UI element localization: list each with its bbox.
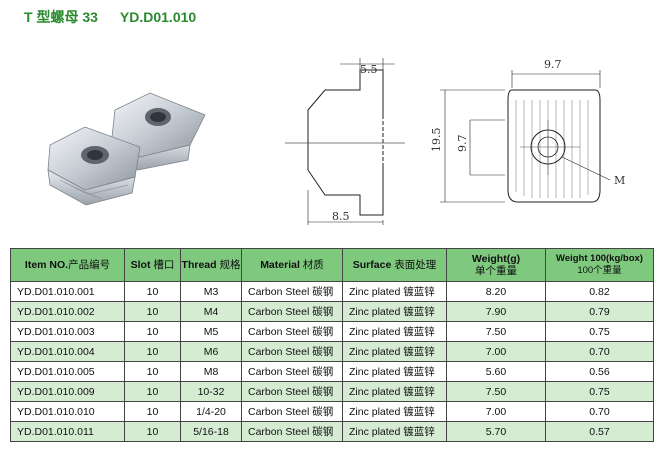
cell-surface: Zinc plated 镀蓝锌 — [342, 281, 447, 302]
cell-weight-100: 0.70 — [545, 341, 654, 362]
col-material: Material 材质 — [241, 248, 343, 282]
cell-weight-100: 0.57 — [545, 421, 654, 442]
cell-material: Carbon Steel 碳钢 — [241, 421, 343, 442]
cell-thread: 10-32 — [180, 381, 242, 402]
cell-item-no: YD.D01.010.009 — [10, 381, 125, 402]
dim-top-width: 9.7 — [544, 58, 562, 71]
col-weight-100: Weight 100(kg/box)100个重量 — [545, 248, 654, 282]
cell-material: Carbon Steel 碳钢 — [241, 281, 343, 302]
cell-item-no: YD.D01.010.010 — [10, 401, 125, 422]
cell-thread: 5/16-18 — [180, 421, 242, 442]
cell-weight-100: 0.75 — [545, 381, 654, 402]
cell-slot: 10 — [124, 381, 181, 402]
cell-thread: M6 — [180, 341, 242, 362]
cell-weight: 7.00 — [446, 341, 546, 362]
cell-weight-100: 0.56 — [545, 361, 654, 382]
cell-item-no: YD.D01.010.005 — [10, 361, 125, 382]
side-view — [285, 58, 405, 225]
cell-surface: Zinc plated 镀蓝锌 — [342, 401, 447, 422]
spec-table: Item NO.产品编号 Slot 槽口 Thread 规格 Material … — [10, 248, 654, 442]
cell-thread: M3 — [180, 281, 242, 302]
cell-weight: 8.20 — [446, 281, 546, 302]
thread-label: M — [614, 174, 625, 187]
cell-slot: 10 — [124, 301, 181, 322]
t-nut-back — [111, 92, 206, 171]
cell-slot: 10 — [124, 341, 181, 362]
col-weight: Weight(g)单个重量 — [446, 248, 546, 282]
dim-side-bottom: 8.5 — [332, 210, 350, 223]
cell-weight: 7.50 — [446, 321, 546, 342]
cell-surface: Zinc plated 镀蓝锌 — [342, 361, 447, 382]
page-title: T 型螺母 33 YD.D01.010 — [24, 7, 196, 27]
cell-thread: 1/4-20 — [180, 401, 242, 422]
cell-material: Carbon Steel 碳钢 — [241, 321, 343, 342]
col-thread: Thread 规格 — [180, 248, 242, 282]
cell-material: Carbon Steel 碳钢 — [241, 381, 343, 402]
cell-material: Carbon Steel 碳钢 — [241, 361, 343, 382]
cell-thread: M5 — [180, 321, 242, 342]
cell-weight-100: 0.82 — [545, 281, 654, 302]
cell-slot: 10 — [124, 401, 181, 422]
dim-height-outer: 19.5 — [430, 128, 443, 153]
cell-weight: 5.70 — [446, 421, 546, 442]
cell-material: Carbon Steel 碳钢 — [241, 301, 343, 322]
dim-side-top: 5.5 — [360, 63, 378, 76]
cell-surface: Zinc plated 镀蓝锌 — [342, 421, 447, 442]
cell-slot: 10 — [124, 281, 181, 302]
col-item-no: Item NO.产品编号 — [10, 248, 125, 282]
product-photo — [47, 92, 206, 206]
cell-surface: Zinc plated 镀蓝锌 — [342, 341, 447, 362]
cell-weight-100: 0.79 — [545, 301, 654, 322]
cell-item-no: YD.D01.010.001 — [10, 281, 125, 302]
cell-slot: 10 — [124, 421, 181, 442]
cell-material: Carbon Steel 碳钢 — [241, 341, 343, 362]
cell-surface: Zinc plated 镀蓝锌 — [342, 301, 447, 322]
cell-weight-100: 0.70 — [545, 401, 654, 422]
cell-weight: 5.60 — [446, 361, 546, 382]
cell-surface: Zinc plated 镀蓝锌 — [342, 321, 447, 342]
cell-weight-100: 0.75 — [545, 321, 654, 342]
col-slot: Slot 槽口 — [124, 248, 181, 282]
cell-weight: 7.90 — [446, 301, 546, 322]
cell-weight: 7.00 — [446, 401, 546, 422]
cell-slot: 10 — [124, 361, 181, 382]
cell-material: Carbon Steel 碳钢 — [241, 401, 343, 422]
front-view — [440, 70, 611, 203]
technical-drawing: 5.5 8.5 9.7 19.5 9.7 M — [285, 58, 625, 225]
cell-item-no: YD.D01.010.003 — [10, 321, 125, 342]
cell-item-no: YD.D01.010.011 — [10, 421, 125, 442]
t-nut-front — [47, 126, 141, 206]
cell-slot: 10 — [124, 321, 181, 342]
cell-item-no: YD.D01.010.002 — [10, 301, 125, 322]
dim-height-inner: 9.7 — [456, 135, 469, 153]
col-surface: Surface 表面处理 — [342, 248, 447, 282]
cell-thread: M8 — [180, 361, 242, 382]
cell-weight: 7.50 — [446, 381, 546, 402]
cell-surface: Zinc plated 镀蓝锌 — [342, 381, 447, 402]
cell-thread: M4 — [180, 301, 242, 322]
product-code: YD.D01.010 — [119, 9, 197, 25]
cell-item-no: YD.D01.010.004 — [10, 341, 125, 362]
product-title: T 型螺母 33 — [24, 9, 98, 25]
table-header-row: Item NO.产品编号 Slot 槽口 Thread 规格 Material … — [10, 248, 654, 282]
